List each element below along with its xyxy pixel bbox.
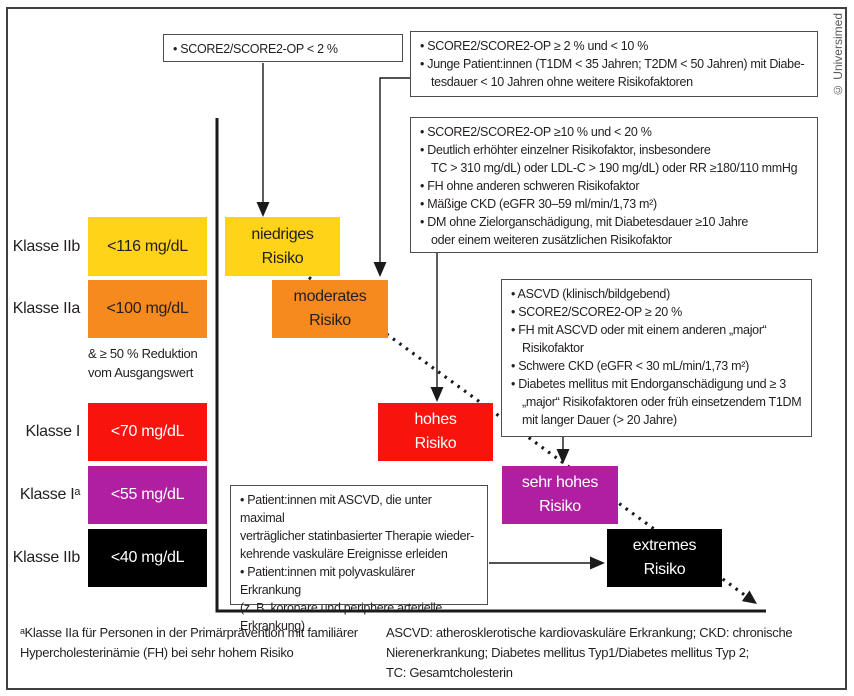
target-value-70: <70 mg/dL	[88, 403, 207, 461]
axis	[215, 118, 766, 613]
criteria-item: • Deutlich erhöhter einzelner Risikofakt…	[420, 143, 798, 175]
class-label-I: Klasse I	[25, 423, 80, 440]
criteria-item: • Diabetes mellitus mit Endorganschädigu…	[511, 377, 802, 427]
arrow-box4-to-sehr-hoch	[556, 437, 570, 464]
criteria-item: • Patient:innen mit polyvaskulärer Erkra…	[240, 565, 443, 633]
copyright-credit: © Universimed	[831, 13, 845, 98]
criteria-box-extreme: • Patient:innen mit ASCVD, die unter max…	[230, 485, 488, 633]
risk-box-sehr-hoch: sehr hohes Risiko	[502, 466, 618, 524]
class-label-IIb-top: Klasse IIb	[12, 237, 81, 255]
criteria-box-moderate: • SCORE2/SCORE2-OP ≥ 2 % und < 10 % • Ju…	[410, 31, 818, 97]
footnote-abbreviations: ASCVD: atherosklerotische kardiovaskulär…	[386, 625, 793, 680]
footnote-class-IIa: ᵃKlasse IIa für Personen in der Primärpr…	[20, 625, 358, 660]
criteria-box-high: • SCORE2/SCORE2-OP ≥10 % und < 20 % • De…	[410, 117, 818, 253]
criteria-item: • SCORE2/SCORE2-OP ≥ 20 %	[511, 305, 682, 319]
target-value-40: <40 mg/dL	[88, 529, 207, 587]
criteria-item: • Mäßige CKD (eGFR 30–59 ml/min/1,73 m²)	[420, 197, 657, 211]
criteria-item: • DM ohne Zielorganschädigung, mit Diabe…	[420, 215, 749, 247]
class-label-IIb-bottom: Klasse IIb	[12, 549, 81, 566]
reduction-note: & ≥ 50 % Reduktion vom Ausgangswert	[88, 346, 198, 380]
criteria-item: • ASCVD (klinisch/bildgebend)	[511, 287, 670, 301]
arrow-box2-to-moderat	[373, 77, 410, 277]
criteria-box-very-high: • ASCVD (klinisch/bildgebend) • SCORE2/S…	[501, 279, 812, 437]
risk-box-moderat: moderates Risiko	[272, 280, 388, 338]
arrow-box1-to-niedrig	[256, 63, 270, 217]
criteria-item: • FH mit ASCVD oder mit einem anderen „m…	[511, 323, 767, 355]
risk-box-niedrig: niedriges Risiko	[225, 217, 340, 276]
risk-box-extrem: extremes Risiko	[607, 529, 722, 587]
risk-box-hoch: hohes Risiko	[378, 403, 493, 461]
criteria-item: • Patient:innen mit ASCVD, die unter max…	[240, 493, 474, 561]
class-label-Ia: Klasse Iᵃ	[19, 486, 80, 503]
arrow-box5-to-extrem	[489, 556, 605, 570]
criteria-box-low: • SCORE2/SCORE2-OP < 2 %	[163, 34, 403, 62]
class-label-IIa: Klasse IIa	[12, 300, 81, 317]
criteria-item: • FH ohne anderen schweren Risikofaktor	[420, 179, 640, 193]
criteria-item: • Schwere CKD (eGFR < 30 mL/min/1,73 m²)	[511, 359, 749, 373]
criteria-item: • Junge Patient:innen (T1DM < 35 Jahren;…	[420, 57, 805, 89]
criteria-item: • SCORE2/SCORE2-OP ≥10 % und < 20 %	[420, 125, 652, 139]
target-value-100: <100 mg/dL	[88, 280, 207, 338]
criteria-item: • SCORE2/SCORE2-OP ≥ 2 % und < 10 %	[420, 39, 649, 53]
target-value-116: <116 mg/dL	[88, 217, 207, 276]
arrow-box3-to-hoch	[430, 252, 444, 402]
target-value-55: <55 mg/dL	[88, 466, 207, 524]
criteria-item: • SCORE2/SCORE2-OP < 2 %	[173, 42, 338, 56]
